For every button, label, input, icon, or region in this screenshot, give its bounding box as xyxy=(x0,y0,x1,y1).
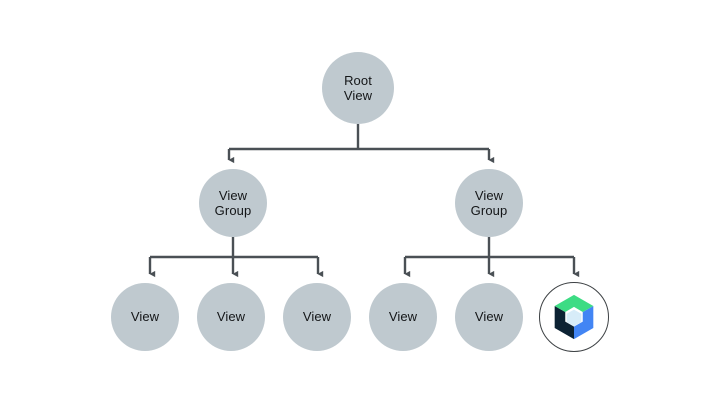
node-view-5[interactable]: View xyxy=(455,283,523,351)
node-view-1[interactable]: View xyxy=(111,283,179,351)
node-view-1-label: View xyxy=(130,309,160,325)
node-view-4[interactable]: View xyxy=(369,283,437,351)
node-view-2-label: View xyxy=(216,309,246,325)
node-view-group-right-label: View Group xyxy=(470,187,508,219)
node-view-2[interactable]: View xyxy=(197,283,265,351)
node-view-group-right[interactable]: View Group xyxy=(455,169,523,237)
node-compose[interactable] xyxy=(539,282,609,352)
node-view-3-label: View xyxy=(302,309,332,325)
node-root-view-label: Root View xyxy=(343,72,373,104)
node-view-3[interactable]: View xyxy=(283,283,351,351)
jetpack-compose-icon xyxy=(554,294,594,340)
node-view-5-label: View xyxy=(474,309,504,325)
node-root-view[interactable]: Root View xyxy=(322,52,394,124)
node-view-4-label: View xyxy=(388,309,418,325)
node-view-group-left-label: View Group xyxy=(214,187,252,219)
node-view-group-left[interactable]: View Group xyxy=(199,169,267,237)
